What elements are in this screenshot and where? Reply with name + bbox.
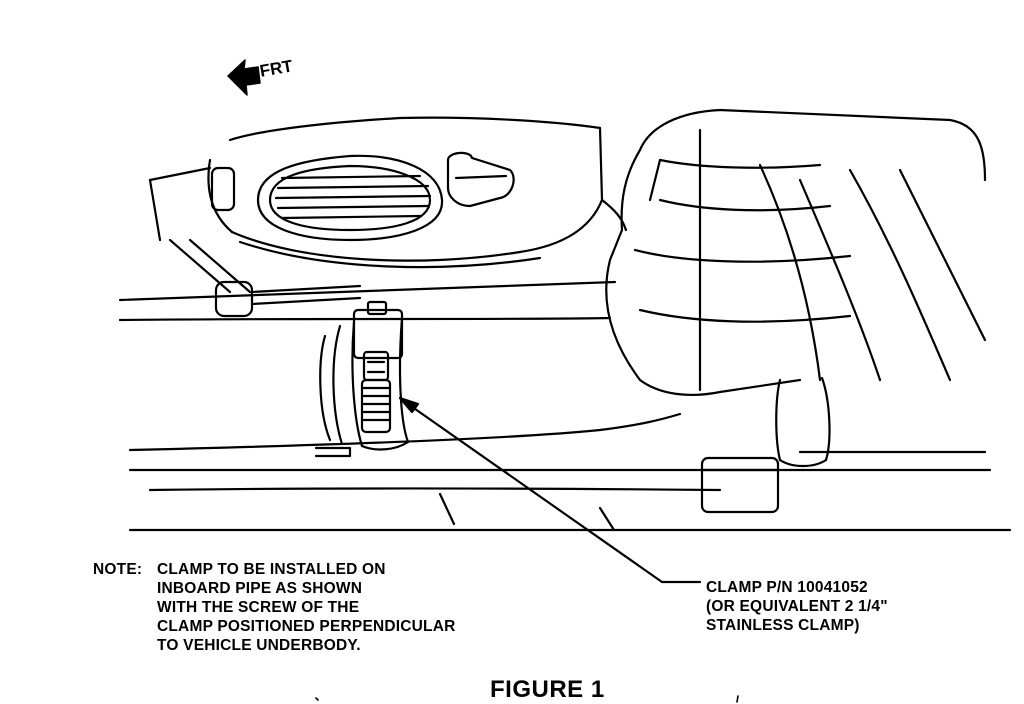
hanger-block	[700, 456, 780, 514]
underbody-rails	[118, 238, 1012, 532]
note-text: CLAMP TO BE INSTALLED ON INBOARD PIPE AS…	[157, 560, 456, 655]
mount-tabs	[210, 151, 515, 212]
inboard-pipe	[314, 324, 831, 468]
note-line: INBOARD PIPE AS SHOWN	[157, 580, 363, 597]
front-direction-arrow-icon	[227, 59, 261, 96]
callout-line: CLAMP P/N 10041052	[706, 579, 868, 596]
note-heading: NOTE:	[93, 561, 143, 578]
note-line: TO VEHICLE UNDERBODY.	[157, 637, 361, 654]
callout-leader	[398, 396, 702, 584]
callout-line: STAINLESS CLAMP)	[706, 617, 860, 634]
scan-mark	[736, 695, 739, 703]
note-line: CLAMP POSITIONED PERPENDICULAR	[157, 618, 456, 635]
callout-line: (OR EQUIVALENT 2 1/4"	[706, 598, 888, 615]
note-line: WITH THE SCREW OF THE	[157, 599, 360, 616]
clamp-callout: CLAMP P/N 10041052 (OR EQUIVALENT 2 1/4"…	[706, 578, 888, 635]
muffler-body	[605, 108, 987, 396]
brake-line-bushing	[214, 280, 362, 318]
scan-mark	[315, 697, 319, 701]
upper-body-panel	[148, 116, 628, 269]
figure-caption: FIGURE 1	[490, 676, 605, 703]
body-recess	[256, 154, 444, 242]
note-line: CLAMP TO BE INSTALLED ON	[157, 561, 386, 578]
pipe-clamp[interactable]	[351, 300, 410, 451]
